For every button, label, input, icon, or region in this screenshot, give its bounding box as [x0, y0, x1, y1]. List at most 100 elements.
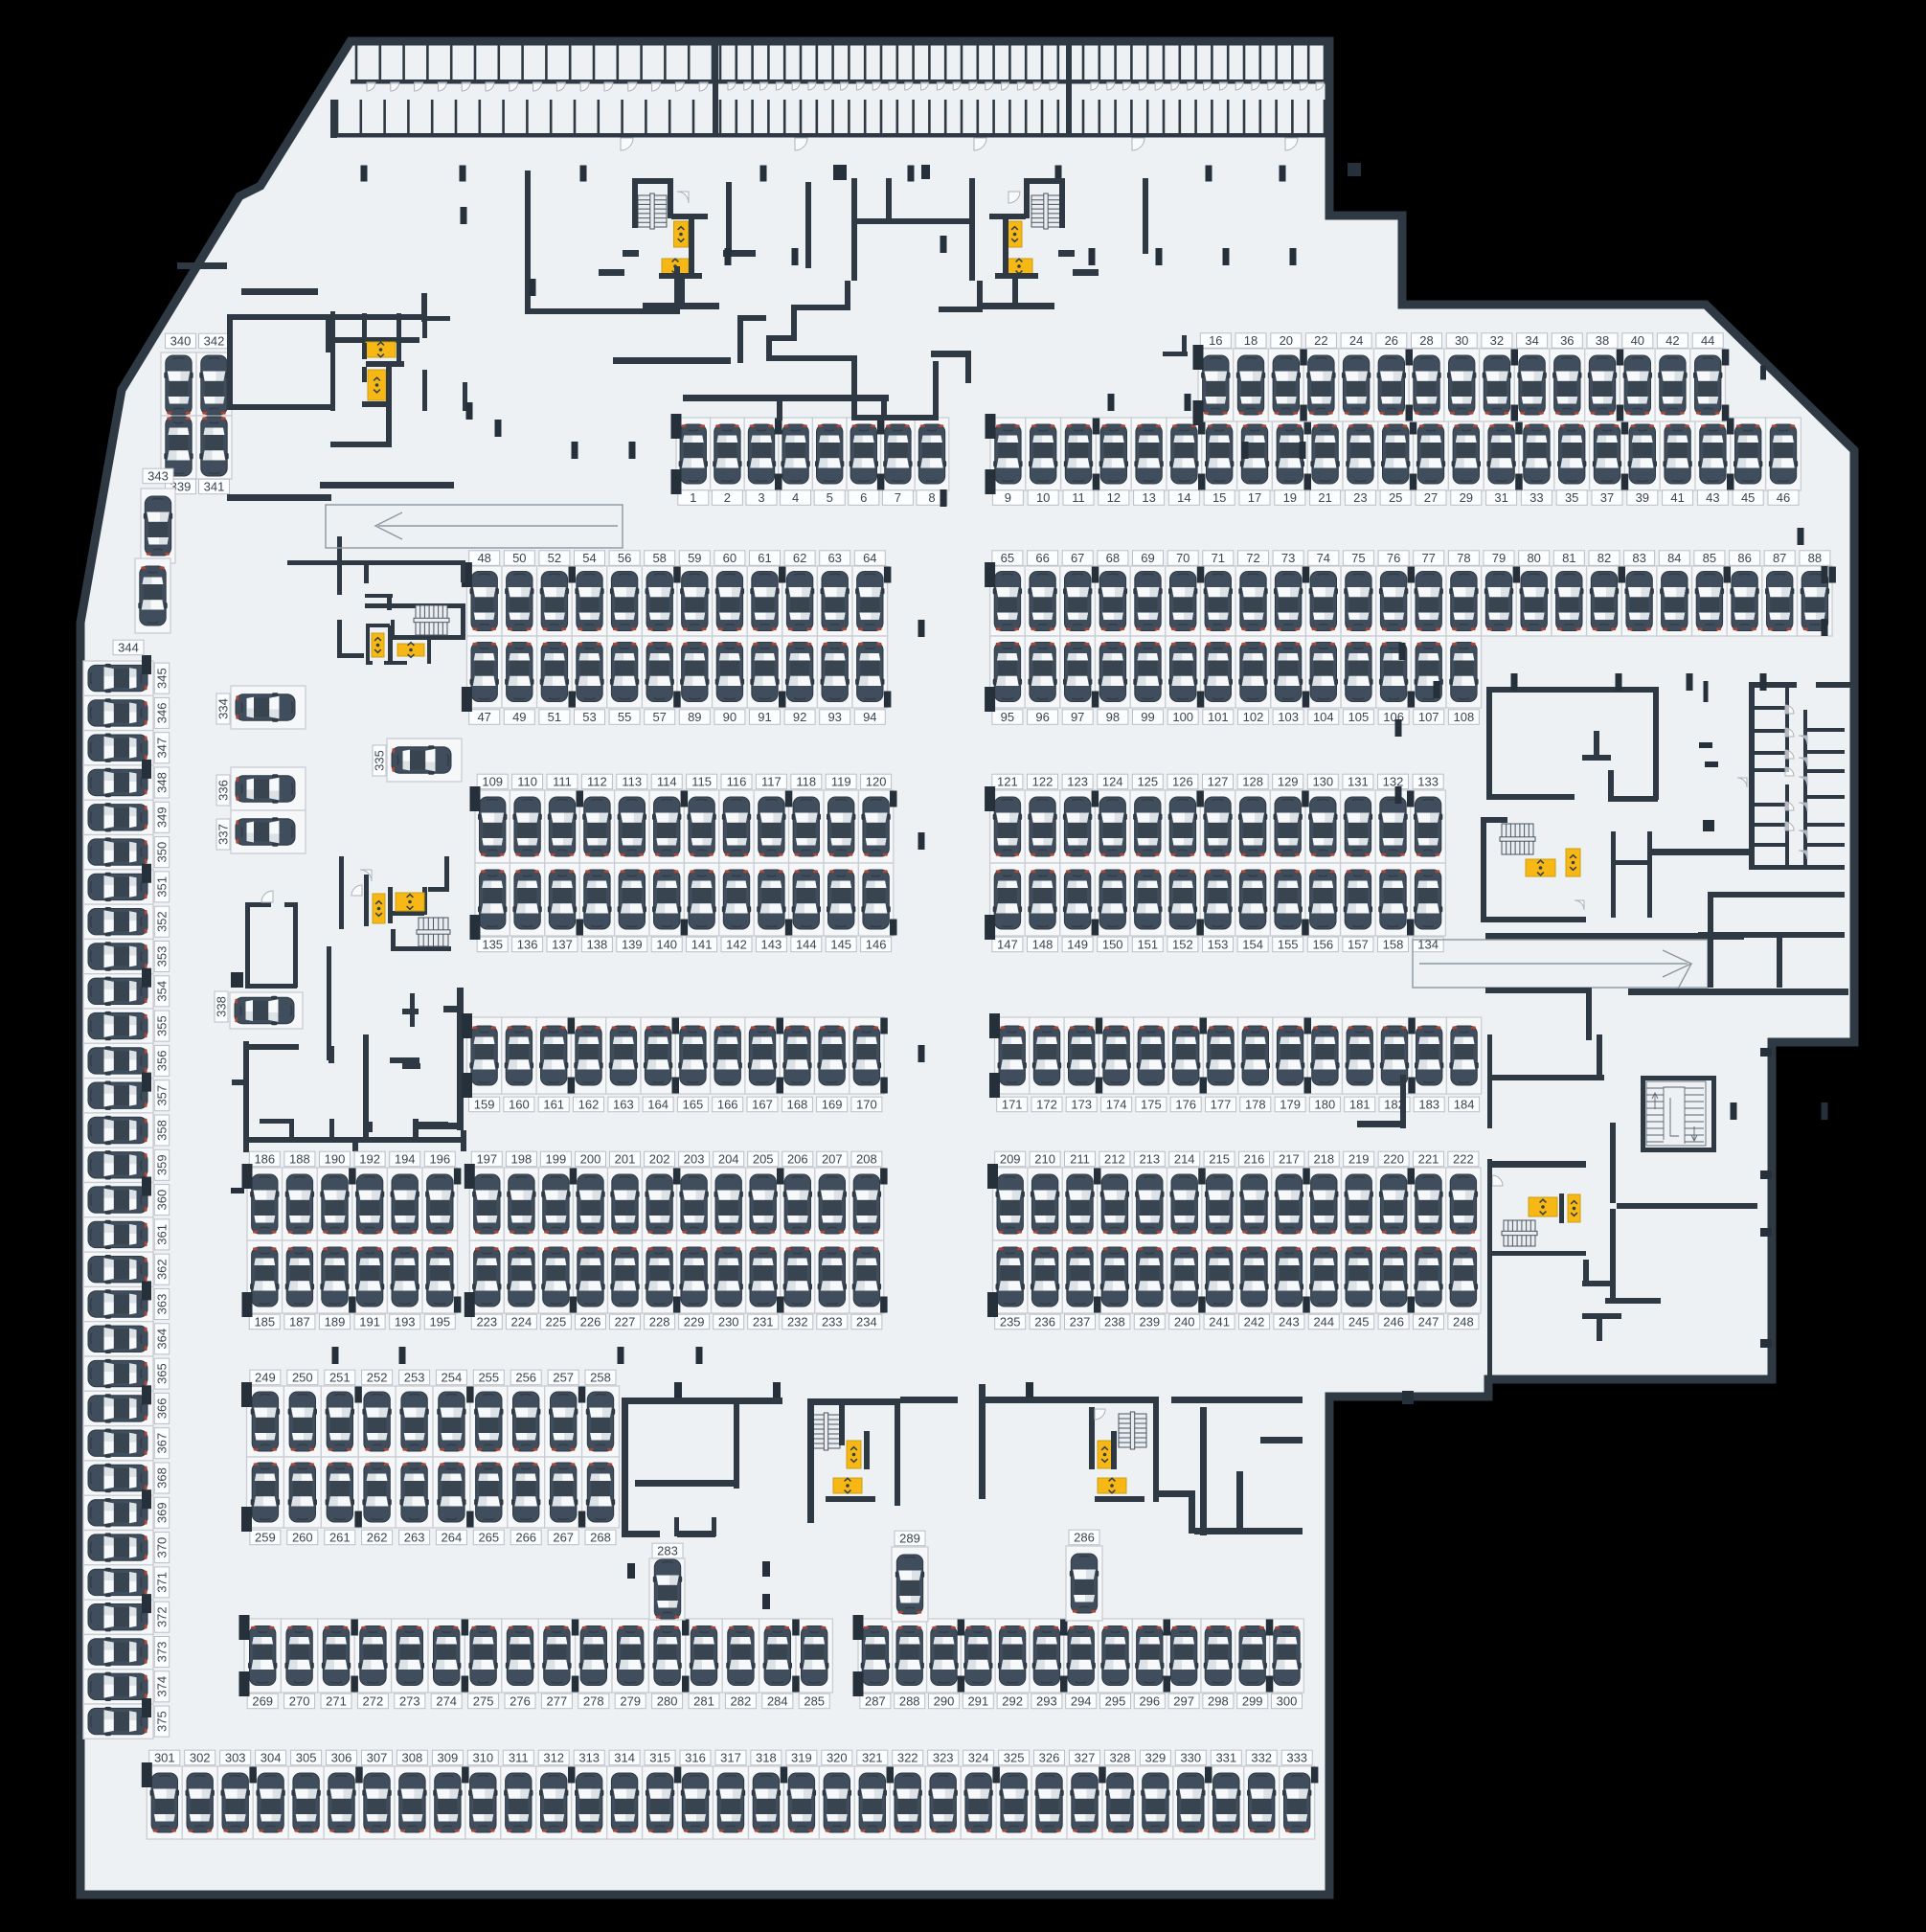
- svg-text:332: 332: [1251, 1751, 1272, 1765]
- svg-text:29: 29: [1460, 490, 1473, 505]
- svg-text:84: 84: [1667, 551, 1681, 565]
- svg-text:222: 222: [1453, 1152, 1474, 1167]
- svg-text:155: 155: [1278, 938, 1299, 952]
- svg-text:229: 229: [684, 1315, 705, 1330]
- svg-text:146: 146: [866, 938, 887, 952]
- svg-text:329: 329: [1145, 1751, 1167, 1765]
- svg-text:143: 143: [761, 938, 782, 952]
- svg-text:150: 150: [1102, 938, 1123, 952]
- svg-text:124: 124: [1102, 775, 1123, 789]
- svg-text:331: 331: [1215, 1751, 1236, 1765]
- svg-text:31: 31: [1494, 490, 1507, 505]
- svg-text:180: 180: [1315, 1098, 1336, 1112]
- svg-text:122: 122: [1032, 775, 1054, 789]
- svg-text:12: 12: [1107, 490, 1121, 505]
- svg-text:97: 97: [1071, 710, 1084, 724]
- svg-text:60: 60: [723, 551, 736, 565]
- svg-text:191: 191: [359, 1315, 380, 1330]
- svg-text:144: 144: [796, 938, 817, 952]
- svg-text:49: 49: [512, 710, 526, 724]
- svg-text:334: 334: [216, 698, 231, 719]
- svg-text:303: 303: [225, 1751, 246, 1765]
- svg-text:337: 337: [216, 824, 231, 845]
- svg-text:193: 193: [395, 1315, 416, 1330]
- svg-text:72: 72: [1246, 551, 1259, 565]
- svg-text:343: 343: [147, 469, 169, 484]
- svg-text:309: 309: [438, 1751, 459, 1765]
- svg-text:113: 113: [622, 775, 642, 789]
- svg-text:157: 157: [1348, 938, 1369, 952]
- svg-text:88: 88: [1808, 551, 1822, 565]
- svg-text:50: 50: [512, 551, 526, 565]
- svg-text:290: 290: [934, 1694, 955, 1709]
- svg-text:211: 211: [1070, 1152, 1090, 1167]
- svg-text:241: 241: [1209, 1315, 1230, 1330]
- svg-text:207: 207: [822, 1152, 843, 1167]
- svg-text:315: 315: [649, 1751, 670, 1765]
- svg-text:299: 299: [1242, 1694, 1263, 1709]
- svg-text:259: 259: [255, 1531, 276, 1545]
- svg-text:306: 306: [331, 1751, 352, 1765]
- svg-text:280: 280: [657, 1694, 678, 1709]
- svg-text:98: 98: [1106, 710, 1120, 724]
- svg-text:89: 89: [688, 710, 701, 724]
- svg-text:312: 312: [543, 1751, 564, 1765]
- svg-text:24: 24: [1349, 333, 1363, 348]
- svg-text:119: 119: [831, 775, 851, 789]
- svg-text:125: 125: [1137, 775, 1158, 789]
- svg-text:359: 359: [155, 1154, 170, 1175]
- svg-text:14: 14: [1177, 490, 1190, 505]
- svg-text:364: 364: [155, 1329, 170, 1350]
- svg-text:116: 116: [727, 775, 747, 789]
- svg-text:217: 217: [1279, 1152, 1300, 1167]
- svg-text:67: 67: [1071, 551, 1084, 565]
- svg-text:70: 70: [1176, 551, 1190, 565]
- svg-text:103: 103: [1278, 710, 1299, 724]
- svg-text:219: 219: [1348, 1152, 1370, 1167]
- svg-text:160: 160: [509, 1098, 530, 1112]
- svg-text:134: 134: [1417, 938, 1439, 952]
- svg-text:132: 132: [1383, 775, 1404, 789]
- svg-text:39: 39: [1636, 490, 1649, 505]
- svg-text:297: 297: [1173, 1694, 1194, 1709]
- svg-text:162: 162: [578, 1098, 600, 1112]
- svg-text:249: 249: [255, 1371, 276, 1385]
- svg-text:363: 363: [155, 1294, 170, 1315]
- svg-text:77: 77: [1421, 551, 1435, 565]
- svg-text:178: 178: [1245, 1098, 1266, 1112]
- svg-text:292: 292: [1002, 1694, 1023, 1709]
- svg-text:321: 321: [862, 1751, 883, 1765]
- svg-text:273: 273: [399, 1694, 420, 1709]
- svg-text:326: 326: [1039, 1751, 1060, 1765]
- svg-text:171: 171: [1002, 1098, 1023, 1112]
- svg-text:152: 152: [1172, 938, 1193, 952]
- svg-text:238: 238: [1104, 1315, 1125, 1330]
- svg-text:18: 18: [1244, 333, 1258, 348]
- svg-text:26: 26: [1385, 333, 1398, 348]
- svg-text:104: 104: [1313, 710, 1334, 724]
- svg-text:147: 147: [997, 938, 1018, 952]
- svg-text:371: 371: [155, 1572, 170, 1593]
- svg-text:128: 128: [1242, 775, 1263, 789]
- svg-text:203: 203: [684, 1152, 705, 1167]
- svg-text:269: 269: [252, 1694, 273, 1709]
- svg-text:289: 289: [899, 1532, 920, 1546]
- svg-text:30: 30: [1455, 333, 1468, 348]
- svg-text:235: 235: [1000, 1315, 1021, 1330]
- svg-text:256: 256: [515, 1371, 536, 1385]
- svg-text:264: 264: [442, 1531, 463, 1545]
- svg-text:105: 105: [1348, 710, 1370, 724]
- svg-text:327: 327: [1075, 1751, 1096, 1765]
- svg-text:323: 323: [933, 1751, 954, 1765]
- svg-text:302: 302: [190, 1751, 211, 1765]
- svg-text:298: 298: [1208, 1694, 1229, 1709]
- svg-text:253: 253: [404, 1371, 425, 1385]
- svg-text:282: 282: [731, 1694, 752, 1709]
- svg-text:79: 79: [1492, 551, 1506, 565]
- svg-text:226: 226: [580, 1315, 601, 1330]
- svg-text:358: 358: [155, 1120, 170, 1141]
- svg-text:114: 114: [657, 775, 677, 789]
- svg-text:8: 8: [928, 490, 935, 505]
- svg-text:139: 139: [622, 938, 643, 952]
- svg-text:166: 166: [717, 1098, 738, 1112]
